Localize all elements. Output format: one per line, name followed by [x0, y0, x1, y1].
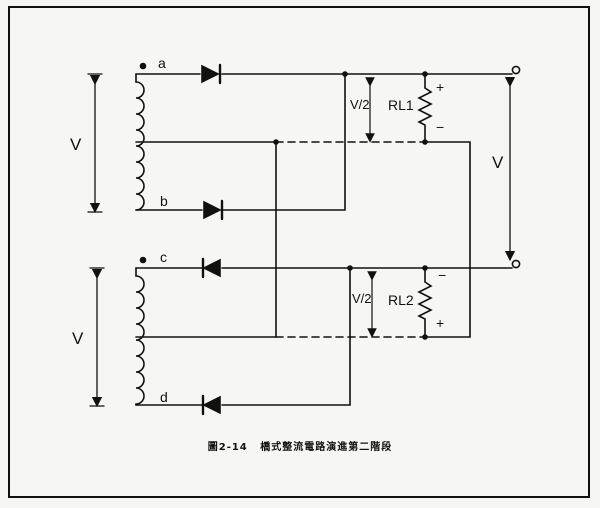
resistor-rl2-icon — [417, 267, 433, 338]
terminal-label-d: d — [160, 389, 168, 405]
output-terminal-bottom — [511, 259, 521, 269]
polarity-plus-rl2: + — [436, 315, 444, 331]
terminal-label-a: a — [158, 55, 166, 71]
junction-dot — [422, 334, 428, 340]
voltage-arrow-bottom-ticks — [89, 267, 105, 407]
figure-number: 圖2-14 — [207, 442, 248, 453]
voltage-label-output: V — [492, 153, 504, 172]
diode-d-icon — [201, 394, 221, 416]
junction-dot — [422, 71, 428, 77]
voltage-arrow-top-ticks — [87, 73, 103, 213]
lower-transformer-winding — [135, 267, 145, 406]
resistor-label-rl2: RL2 — [388, 292, 414, 308]
terminal-label-c: c — [160, 249, 167, 265]
junction-dot — [273, 139, 279, 145]
diode-a-icon — [201, 63, 222, 85]
wire-b-return — [221, 73, 346, 211]
voltage-label-top: V — [70, 135, 82, 154]
diode-c-icon — [201, 257, 221, 279]
half-v-label-bottom: V/2 — [352, 291, 372, 306]
wire-load-link — [424, 141, 471, 338]
resistor-rl1-icon — [417, 73, 433, 143]
upper-transformer-winding — [135, 73, 145, 211]
wire-d-return — [221, 267, 351, 406]
junction-dot — [342, 71, 348, 77]
figure-title: 橋式整流電路演進第二階段 — [260, 442, 393, 453]
polarity-dot-top — [139, 62, 147, 70]
polarity-plus-rl1: + — [436, 79, 444, 95]
resistor-label-rl1: RL1 — [388, 97, 414, 113]
junction-dot — [347, 265, 353, 271]
terminal-label-b: b — [160, 193, 168, 209]
junction-dot — [422, 265, 428, 271]
polarity-dot-bottom — [139, 256, 147, 264]
figure-caption: 圖2-14 橋式整流電路演進第二階段 — [0, 438, 600, 453]
output-terminal-top — [511, 65, 521, 75]
junction-dot — [422, 139, 428, 145]
polarity-minus-rl1: − — [436, 119, 444, 135]
half-v-label-top: V/2 — [350, 97, 370, 112]
diode-b-icon — [203, 199, 224, 221]
figure-frame — [8, 6, 590, 498]
voltage-label-bottom: V — [72, 329, 84, 348]
polarity-minus-rl2: − — [438, 267, 446, 283]
